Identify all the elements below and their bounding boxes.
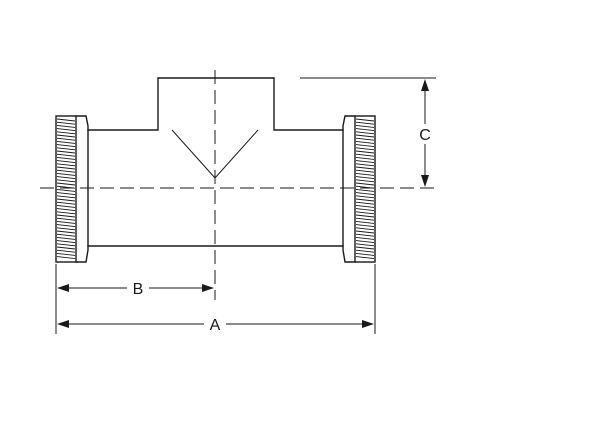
thread-line xyxy=(355,137,375,141)
left-threaded-end xyxy=(55,115,89,263)
thread-line xyxy=(56,220,76,224)
thread-line xyxy=(355,198,375,202)
thread-line xyxy=(56,230,76,234)
thread-line xyxy=(56,208,76,212)
thread-line xyxy=(355,252,375,256)
thread-line xyxy=(56,179,76,183)
thread-line xyxy=(56,204,76,208)
thread-line xyxy=(56,195,76,199)
thread-line xyxy=(56,124,76,128)
thread-line xyxy=(355,179,375,183)
thread-line xyxy=(355,227,375,231)
thread-line xyxy=(355,144,375,148)
thread-line xyxy=(56,176,76,180)
thread-line xyxy=(56,118,76,122)
thread-line xyxy=(56,224,76,228)
thread-line xyxy=(56,192,76,196)
thread-line xyxy=(56,233,76,237)
thread-line xyxy=(355,204,375,208)
thread-line xyxy=(355,192,375,196)
thread-line xyxy=(355,240,375,244)
thread-line xyxy=(355,172,375,176)
thread-line xyxy=(355,118,375,122)
thread-line xyxy=(56,249,76,253)
thread-line xyxy=(56,201,76,205)
thread-line xyxy=(56,172,76,176)
thread-line xyxy=(56,134,76,138)
thread-line xyxy=(56,150,76,154)
thread-line xyxy=(355,176,375,180)
thread-line xyxy=(355,249,375,253)
dimension-c: C xyxy=(300,77,436,187)
thread-line xyxy=(355,121,375,125)
thread-line xyxy=(355,188,375,192)
thread-line xyxy=(355,131,375,135)
thread-line xyxy=(56,252,76,256)
dimension-b: B xyxy=(55,264,214,298)
thread-line xyxy=(56,236,76,240)
thread-line xyxy=(56,182,76,186)
thread-line xyxy=(355,140,375,144)
thread-line xyxy=(56,156,76,160)
thread-line xyxy=(355,256,375,260)
thread-line xyxy=(56,144,76,148)
thread-line xyxy=(355,169,375,173)
thread-line xyxy=(56,246,76,250)
thread-line xyxy=(355,150,375,154)
thread-line xyxy=(56,163,76,167)
thread-line xyxy=(355,128,375,132)
thread-line xyxy=(56,140,76,144)
thread-line xyxy=(56,137,76,141)
dimension-a-label: A xyxy=(210,317,221,334)
thread-line xyxy=(56,169,76,173)
thread-line xyxy=(56,243,76,247)
thread-line xyxy=(56,214,76,218)
thread-line xyxy=(355,230,375,234)
dimension-c-label: C xyxy=(419,127,431,144)
thread-line xyxy=(355,156,375,160)
thread-line xyxy=(355,233,375,237)
thread-line xyxy=(355,153,375,157)
thread-line xyxy=(56,240,76,244)
thread-line xyxy=(355,166,375,170)
thread-line xyxy=(355,208,375,212)
thread-line xyxy=(355,160,375,164)
thread-line xyxy=(56,217,76,221)
thread-line xyxy=(56,153,76,157)
thread-line xyxy=(56,166,76,170)
thread-line xyxy=(355,182,375,186)
thread-line xyxy=(56,147,76,151)
thread-line xyxy=(355,217,375,221)
thread-line xyxy=(355,134,375,138)
thread-line xyxy=(355,211,375,215)
thread-line xyxy=(355,214,375,218)
dimension-a: A xyxy=(55,264,376,334)
thread-line xyxy=(56,198,76,202)
thread-line xyxy=(56,188,76,192)
thread-line xyxy=(56,227,76,231)
thread-line xyxy=(56,256,76,260)
thread-line xyxy=(56,128,76,132)
thread-line xyxy=(355,220,375,224)
thread-line xyxy=(355,224,375,228)
thread-line xyxy=(56,160,76,164)
right-threaded-end xyxy=(342,115,376,263)
thread-line xyxy=(56,211,76,215)
thread-line xyxy=(355,246,375,250)
thread-line xyxy=(355,201,375,205)
thread-line xyxy=(56,121,76,125)
dimension-b-label: B xyxy=(133,281,144,298)
thread-line xyxy=(355,243,375,247)
thread-line xyxy=(56,131,76,135)
thread-line xyxy=(355,195,375,199)
thread-line xyxy=(355,236,375,240)
thread-line xyxy=(355,147,375,151)
thread-line xyxy=(355,163,375,167)
thread-line xyxy=(355,124,375,128)
